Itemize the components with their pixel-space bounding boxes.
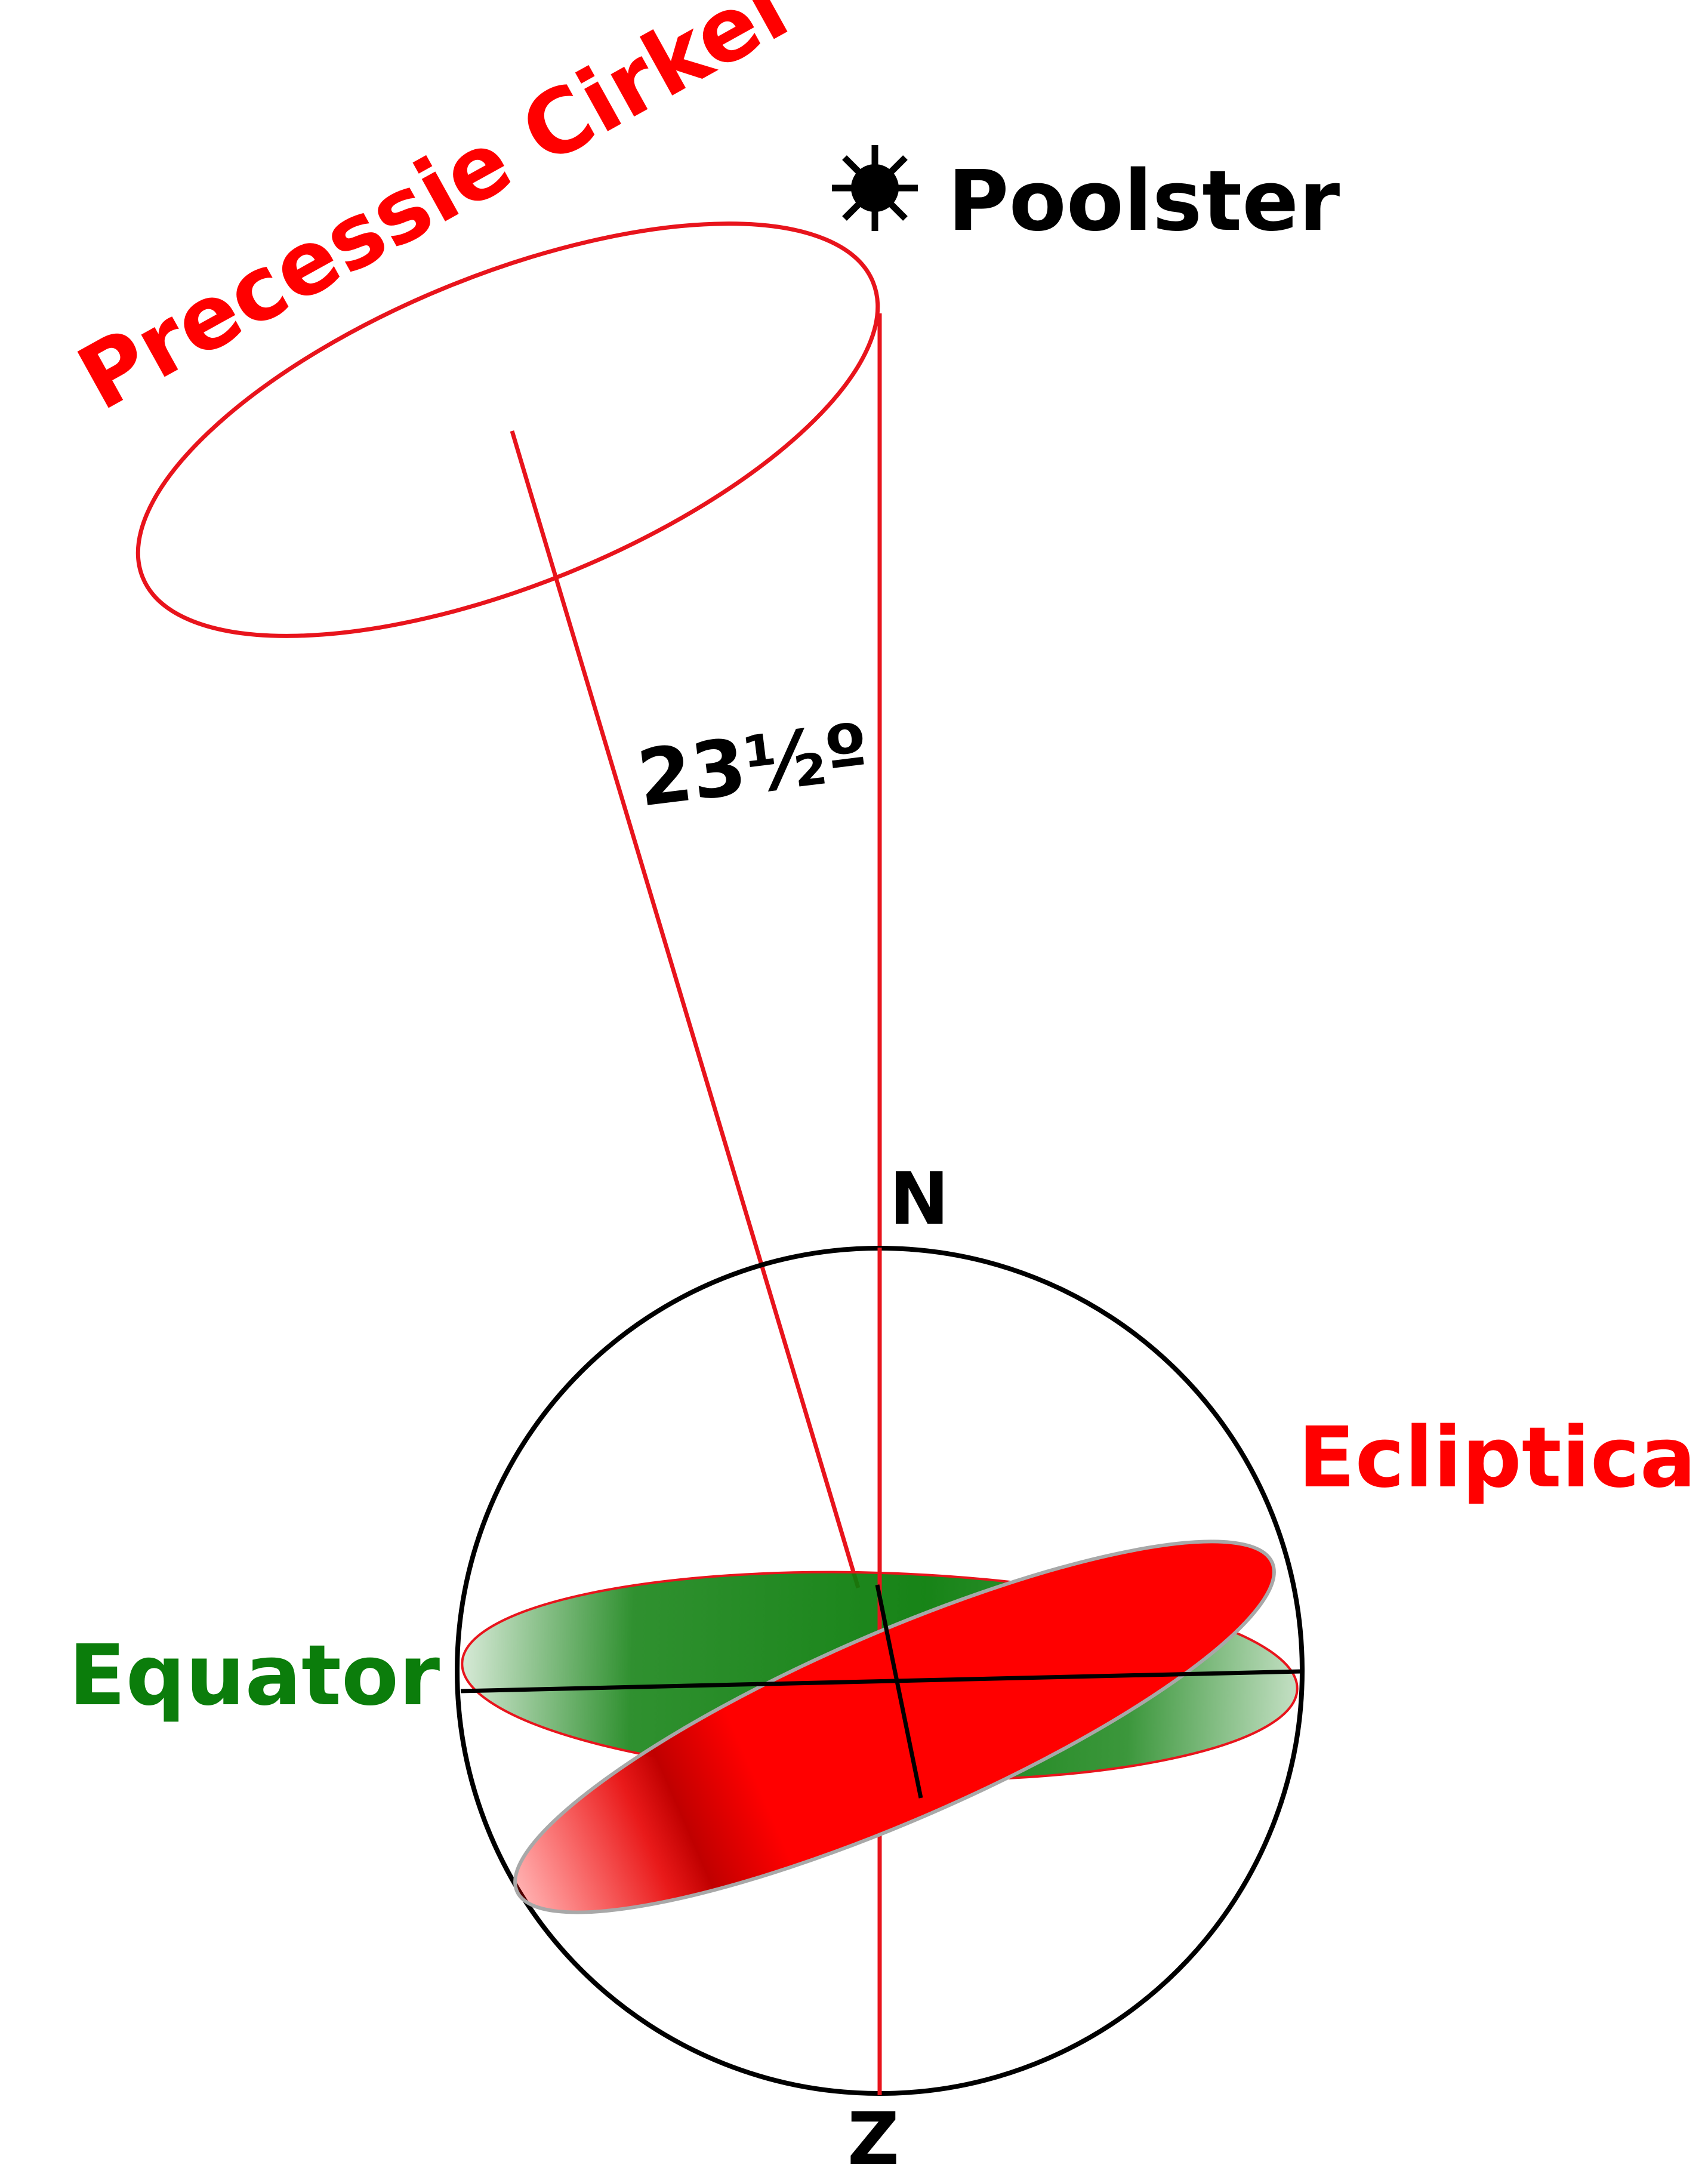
axis-crossing-segment	[875, 1584, 923, 1799]
ecliptic-disk	[513, 1539, 1276, 1914]
precession-circle	[135, 221, 880, 638]
ecliptic-label: Ecliptica	[1298, 1409, 1696, 1507]
equator-label: Equator	[69, 1627, 440, 1725]
angle-label: 23½º	[633, 706, 874, 824]
north-label: N	[889, 1158, 949, 1241]
pole-star-label: Poolster	[948, 153, 1340, 250]
sun-star-icon	[832, 145, 918, 231]
equator-line	[460, 1669, 1302, 1693]
south-label: Z	[847, 2098, 899, 2177]
tilted-axis	[510, 430, 861, 1589]
precession-circle-label: Precessie Cirkel	[62, 0, 804, 430]
